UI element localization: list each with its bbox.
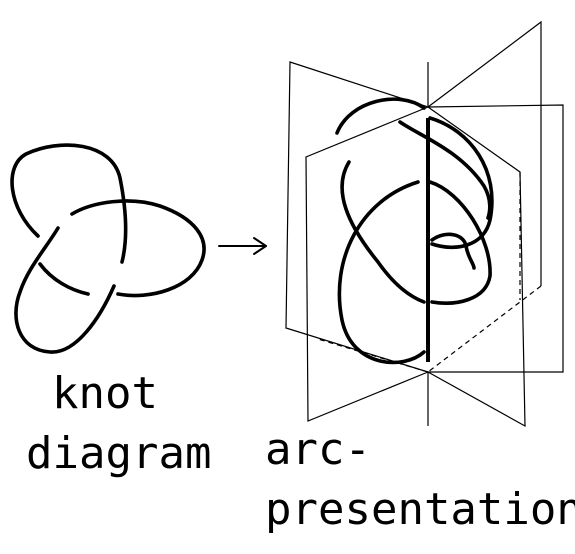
knot-arc-5 — [428, 180, 492, 305]
diagram-label: diagram — [26, 428, 212, 479]
hidden-edge-back-right — [427, 285, 542, 373]
arc-presentation — [285, 20, 564, 428]
knot-arc-1 — [335, 97, 426, 135]
page-right — [427, 104, 564, 373]
right-arrow-icon — [218, 237, 267, 255]
half-planes — [285, 20, 564, 428]
knot-arc-6 — [430, 232, 476, 270]
knot-strand-crossing-a — [38, 262, 90, 296]
hidden-edges — [317, 172, 542, 373]
knot-strand-top-lobe — [10, 143, 128, 264]
trefoil-knot-diagram — [10, 143, 206, 354]
presentation-label: presentation — [265, 484, 575, 535]
page-back-right — [427, 20, 542, 286]
page-front-right — [427, 106, 526, 428]
knot-strand-right-lobe — [70, 199, 206, 298]
hidden-edge-left — [317, 338, 429, 373]
knot-arcs — [335, 97, 494, 365]
knot-arc-7 — [398, 120, 492, 220]
arc-label: arc- — [265, 424, 371, 475]
knot-label: knot — [52, 368, 158, 419]
knot-arc-2 — [337, 180, 426, 365]
page-front-left — [305, 106, 429, 422]
knot-arc-3 — [340, 160, 426, 304]
knot-strand-left-lobe — [14, 226, 116, 354]
